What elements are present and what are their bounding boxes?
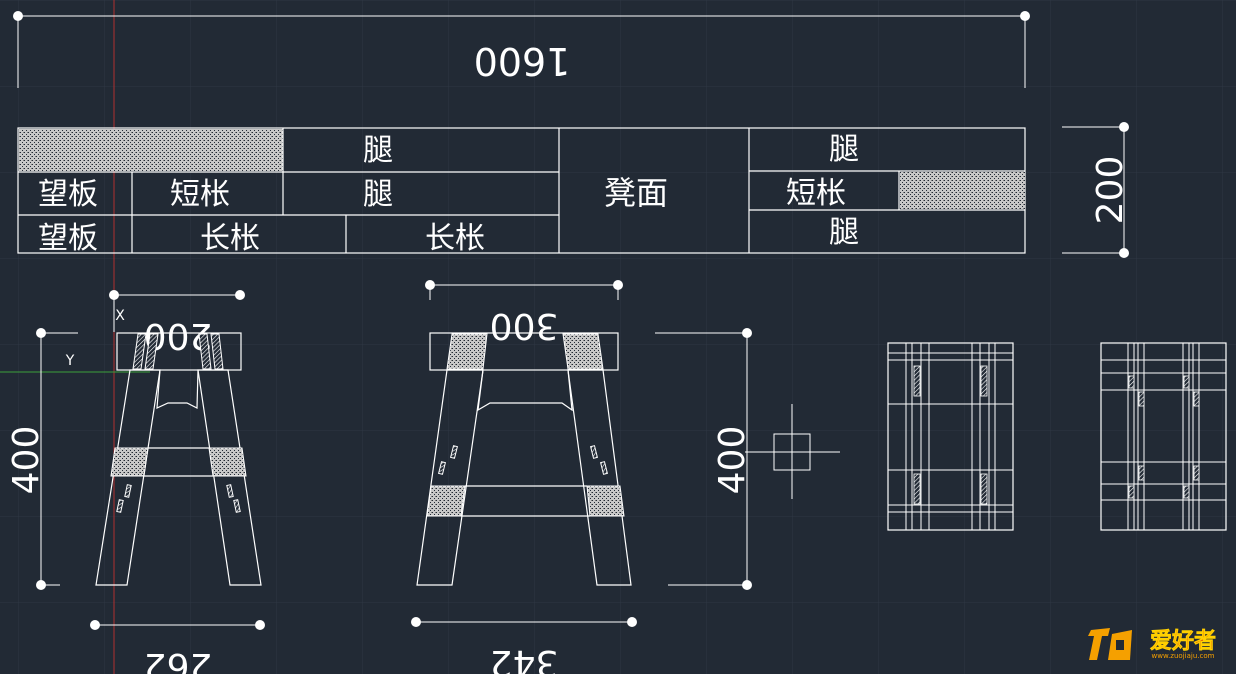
dimension-200-height-label: 200 [1090, 156, 1131, 225]
dimension-overall-height[interactable]: 200 [1062, 122, 1131, 258]
label-long-stretcher-r3a: 长枨 [200, 221, 260, 256]
label-leg-right-bottom: 腿 [829, 215, 859, 250]
dimension-400-right-label: 400 [712, 426, 753, 495]
label-leg-r1: 腿 [363, 133, 393, 168]
watermark-text: 爱好者 [1150, 628, 1216, 654]
ucs-x-label: X [115, 308, 125, 324]
plan-view-left[interactable] [887, 342, 1014, 531]
dimension-400-left-label: 400 [6, 426, 47, 495]
dimension-bottom-right[interactable]: 342 [411, 617, 637, 674]
label-apron-r2: 望板 [38, 177, 98, 212]
label-seat: 凳面 [604, 174, 668, 212]
label-long-stretcher-r3b: 长枨 [425, 221, 485, 256]
plan-view-right[interactable] [1100, 342, 1227, 531]
ucs-axis-icon: X Y [65, 308, 125, 369]
left-leg-elevation[interactable]: 200 [95, 290, 262, 586]
crosshair-cursor-icon [745, 404, 840, 499]
label-short-stretcher-right: 短枨 [786, 176, 846, 211]
dimension-right-height[interactable]: 400 [655, 328, 753, 590]
dimension-left-height[interactable]: 400 [6, 328, 78, 590]
hatch-right [900, 172, 1025, 209]
middle-leg-elevation[interactable]: 300 [416, 280, 632, 586]
dimension-342-label: 342 [490, 642, 559, 674]
logo-icon [1088, 628, 1132, 660]
label-apron-r3: 望板 [38, 221, 98, 256]
dimension-1600-label: 1600 [474, 39, 571, 83]
dimension-262-label: 262 [144, 645, 213, 674]
label-leg-right-top: 腿 [829, 132, 859, 167]
ucs-y-label: Y [65, 353, 75, 369]
watermark-site: www.zuojiaju.com [1152, 652, 1215, 660]
label-leg-r2: 腿 [363, 177, 393, 212]
dimension-300-top-label: 300 [490, 305, 559, 346]
dimension-bottom-left[interactable]: 262 [90, 620, 265, 674]
layout-table [17, 127, 1026, 254]
hatch-top-left [19, 129, 283, 171]
label-short-stretcher-r2: 短枨 [170, 177, 230, 212]
dimension-overall-length[interactable]: 1600 [13, 11, 1030, 88]
